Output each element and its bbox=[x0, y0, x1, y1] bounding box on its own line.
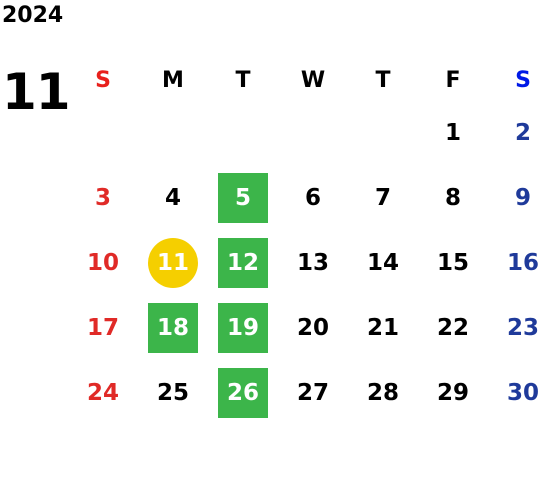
weekday-header-row: S M T W T F S bbox=[68, 60, 548, 100]
week-row: 10 11 12 13 14 15 16 bbox=[68, 230, 548, 295]
day-number: 21 bbox=[366, 314, 399, 341]
day-number: 9 bbox=[514, 184, 531, 211]
weekday-header-thursday: T bbox=[375, 67, 391, 93]
day-cell[interactable]: 30 bbox=[488, 360, 548, 425]
week-row: 3 4 5 6 7 8 9 bbox=[68, 165, 548, 230]
day-number: 22 bbox=[436, 314, 469, 341]
day-number: 14 bbox=[366, 249, 399, 276]
weekday-header-saturday: S bbox=[515, 67, 531, 93]
day-cell[interactable]: 19 bbox=[208, 295, 278, 360]
weekday-header-friday: F bbox=[445, 67, 461, 93]
week-row: 17 18 19 20 21 22 23 bbox=[68, 295, 548, 360]
day-cell[interactable]: 3 bbox=[68, 165, 138, 230]
day-cell[interactable]: 7 bbox=[348, 165, 418, 230]
highlighted-day: 12 bbox=[218, 237, 268, 288]
day-cell[interactable]: 24 bbox=[68, 360, 138, 425]
day-number: 30 bbox=[506, 379, 539, 406]
day-number: 28 bbox=[366, 379, 399, 406]
day-cell[interactable]: 28 bbox=[348, 360, 418, 425]
day-cell[interactable]: 18 bbox=[138, 295, 208, 360]
day-number: 13 bbox=[296, 249, 329, 276]
day-cell[interactable]: 5 bbox=[208, 165, 278, 230]
empty-day-cell bbox=[278, 100, 348, 165]
day-cell[interactable]: 26 bbox=[208, 360, 278, 425]
weekday-header-sunday: S bbox=[95, 67, 111, 93]
day-cell[interactable]: 25 bbox=[138, 360, 208, 425]
highlighted-day: 19 bbox=[218, 302, 268, 353]
day-cell[interactable]: 10 bbox=[68, 230, 138, 295]
calendar-year: 2024 bbox=[2, 3, 64, 28]
weekday-header-tuesday: T bbox=[235, 67, 251, 93]
highlighted-day: 26 bbox=[218, 367, 268, 418]
day-number: 4 bbox=[164, 184, 181, 211]
calendar-month: 11 bbox=[2, 63, 71, 121]
day-cell[interactable]: 23 bbox=[488, 295, 548, 360]
day-number: 3 bbox=[94, 184, 111, 211]
empty-day-cell bbox=[348, 100, 418, 165]
day-cell[interactable]: 13 bbox=[278, 230, 348, 295]
empty-day-cell bbox=[208, 100, 278, 165]
day-cell[interactable]: 15 bbox=[418, 230, 488, 295]
day-number: 7 bbox=[374, 184, 391, 211]
empty-day-cell bbox=[138, 100, 208, 165]
day-cell[interactable]: 29 bbox=[418, 360, 488, 425]
day-cell[interactable]: 17 bbox=[68, 295, 138, 360]
day-cell[interactable]: 16 bbox=[488, 230, 548, 295]
day-cell[interactable]: 20 bbox=[278, 295, 348, 360]
day-cell[interactable]: 12 bbox=[208, 230, 278, 295]
day-number: 15 bbox=[436, 249, 469, 276]
day-cell[interactable]: 14 bbox=[348, 230, 418, 295]
day-cell[interactable]: 4 bbox=[138, 165, 208, 230]
day-number: 20 bbox=[296, 314, 329, 341]
empty-day-cell bbox=[68, 100, 138, 165]
day-cell[interactable]: 8 bbox=[418, 165, 488, 230]
day-number: 8 bbox=[444, 184, 461, 211]
day-cell[interactable]: 27 bbox=[278, 360, 348, 425]
day-number: 25 bbox=[156, 379, 189, 406]
day-cell[interactable]: 6 bbox=[278, 165, 348, 230]
weekday-header-monday: M bbox=[162, 67, 184, 93]
day-number: 10 bbox=[86, 249, 119, 276]
day-number: 16 bbox=[506, 249, 539, 276]
day-number: 6 bbox=[304, 184, 321, 211]
highlighted-day: 5 bbox=[218, 172, 268, 223]
day-cell[interactable]: 22 bbox=[418, 295, 488, 360]
highlighted-day: 18 bbox=[148, 302, 198, 353]
day-cell[interactable]: 1 bbox=[418, 100, 488, 165]
day-number: 24 bbox=[86, 379, 119, 406]
weekday-header-wednesday: W bbox=[300, 67, 326, 93]
day-number: 1 bbox=[444, 119, 461, 146]
day-cell[interactable]: 11 bbox=[138, 230, 208, 295]
day-cell[interactable]: 21 bbox=[348, 295, 418, 360]
today-marker: 11 bbox=[148, 237, 198, 288]
day-number: 17 bbox=[86, 314, 119, 341]
day-cell[interactable]: 2 bbox=[488, 100, 548, 165]
week-row: 24 25 26 27 28 29 30 bbox=[68, 360, 548, 425]
day-number: 27 bbox=[296, 379, 329, 406]
day-number: 2 bbox=[514, 119, 531, 146]
day-cell[interactable]: 9 bbox=[488, 165, 548, 230]
day-number: 29 bbox=[436, 379, 469, 406]
day-number: 23 bbox=[506, 314, 539, 341]
